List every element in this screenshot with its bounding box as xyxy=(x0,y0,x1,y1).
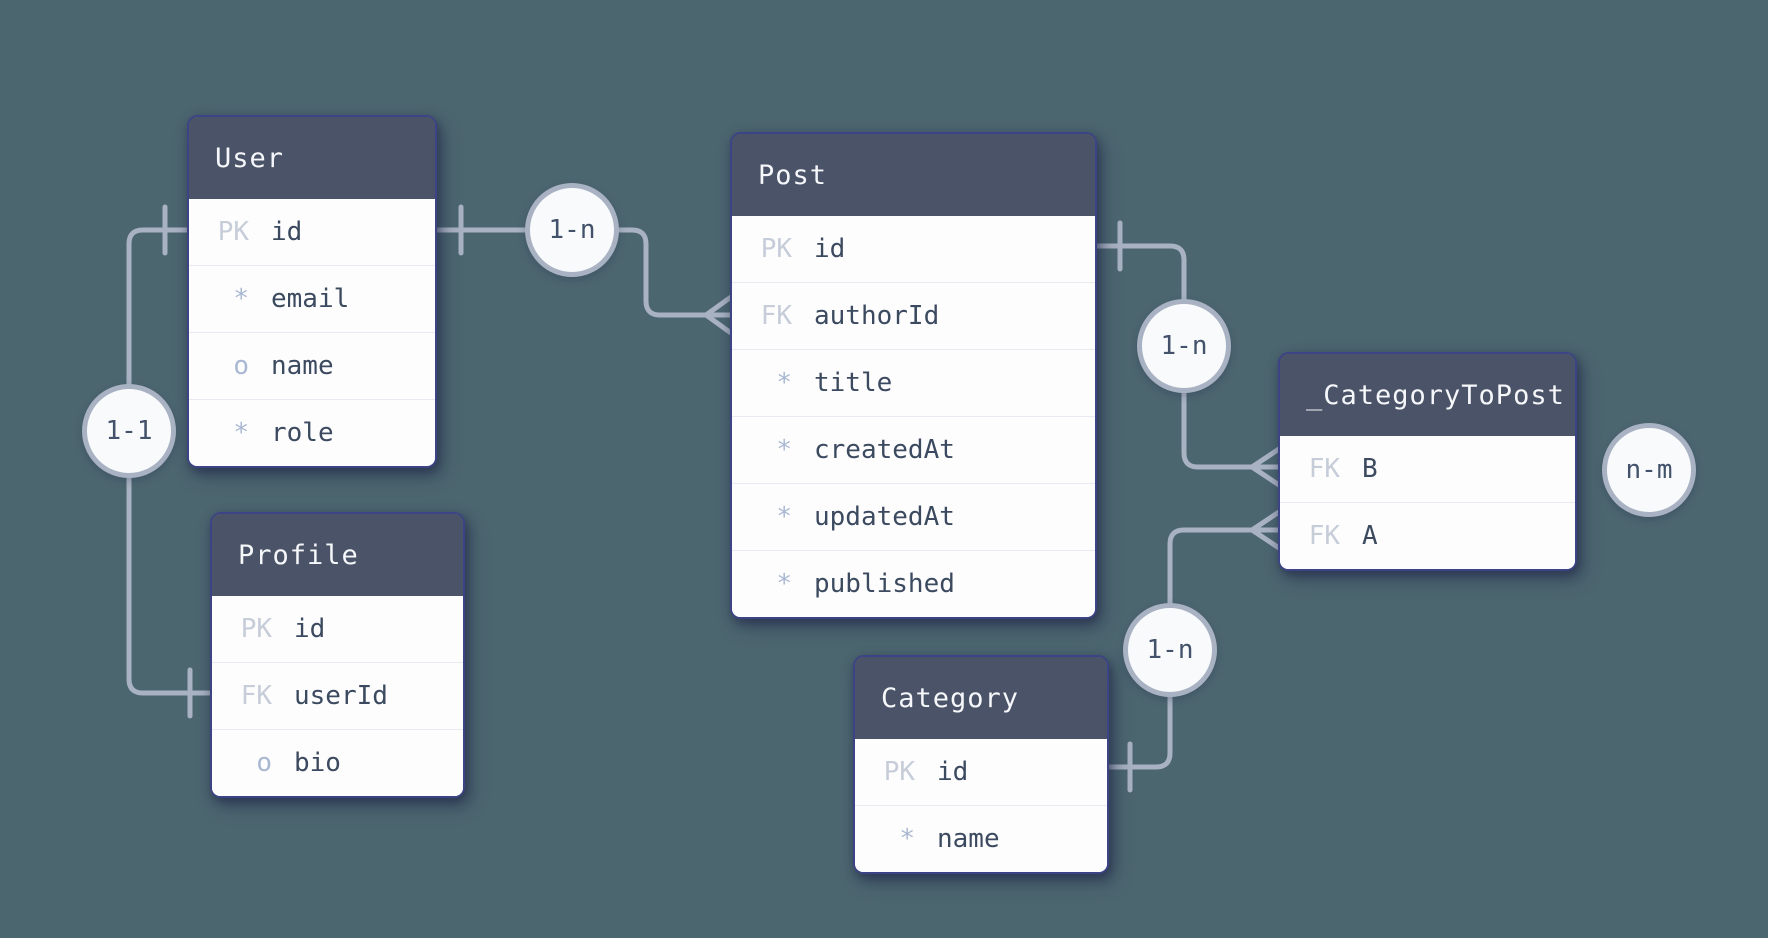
key-label: * xyxy=(776,569,792,599)
field-row-updatedAt: * updatedAt xyxy=(732,483,1095,550)
field-row-published: * published xyxy=(732,550,1095,617)
key-label: * xyxy=(899,824,915,854)
key-label: PK xyxy=(240,614,272,644)
crowsfoot-post-authorid xyxy=(703,294,734,336)
field-row-A: FK A xyxy=(1280,502,1575,569)
entity-table-category[interactable]: Category PK id * name xyxy=(853,655,1109,874)
field-row-id: PK id xyxy=(732,216,1095,282)
field-row-createdAt: * createdAt xyxy=(732,416,1095,483)
connector-user-post xyxy=(434,227,709,318)
field-row-role: * role xyxy=(189,399,435,466)
field-name: bio xyxy=(294,748,341,778)
cardinality-badge-post-categorytopost[interactable]: 1-n xyxy=(1137,299,1231,393)
cardinality-badge-user-profile[interactable]: 1-1 xyxy=(82,384,176,478)
field-row-name: * name xyxy=(855,805,1107,872)
entity-table-categorytopost[interactable]: _CategoryToPost FK B FK A xyxy=(1278,352,1577,571)
key-label: FK xyxy=(1308,454,1340,484)
key-label: * xyxy=(233,284,249,314)
field-name: updatedAt xyxy=(814,502,955,532)
field-name: id xyxy=(271,217,303,247)
crowsfoot-categorytopost-a xyxy=(1249,509,1282,551)
key-label: o xyxy=(233,351,249,381)
key-label: o xyxy=(256,748,272,778)
field-row-id: PK id xyxy=(855,739,1107,805)
key-label: * xyxy=(776,502,792,532)
key-label: FK xyxy=(1308,521,1340,551)
cardinality-badge-n-m[interactable]: n-m xyxy=(1602,423,1696,517)
key-label: FK xyxy=(240,681,272,711)
table-title: Post xyxy=(732,134,1095,216)
table-title: Profile xyxy=(212,514,463,596)
crowsfoot-categorytopost-b xyxy=(1249,446,1282,488)
key-label: PK xyxy=(760,234,792,264)
key-label: PK xyxy=(217,217,249,247)
table-title: _CategoryToPost xyxy=(1280,354,1575,436)
field-name: userId xyxy=(294,681,388,711)
key-label: * xyxy=(776,368,792,398)
field-row-title: * title xyxy=(732,349,1095,416)
field-name: name xyxy=(271,351,334,381)
field-name: B xyxy=(1362,454,1378,484)
key-label: FK xyxy=(760,301,792,331)
field-name: name xyxy=(937,824,1000,854)
field-name: createdAt xyxy=(814,435,955,465)
field-row-B: FK B xyxy=(1280,436,1575,502)
key-label: * xyxy=(776,435,792,465)
key-label: PK xyxy=(883,757,915,787)
field-name: A xyxy=(1362,521,1378,551)
field-name: authorId xyxy=(814,301,940,331)
field-name: email xyxy=(271,284,350,314)
table-title: User xyxy=(189,117,435,199)
field-row-userId: FK userId xyxy=(212,662,463,729)
field-row-email: * email xyxy=(189,265,435,332)
field-row-id: PK id xyxy=(189,199,435,265)
field-name: title xyxy=(814,368,893,398)
field-row-authorId: FK authorId xyxy=(732,282,1095,349)
field-name: id xyxy=(937,757,969,787)
field-name: id xyxy=(294,614,326,644)
field-name: id xyxy=(814,234,846,264)
field-row-id: PK id xyxy=(212,596,463,662)
key-label: * xyxy=(233,418,249,448)
table-title: Category xyxy=(855,657,1107,739)
cardinality-badge-category-categorytopost[interactable]: 1-n xyxy=(1123,603,1217,697)
field-name: role xyxy=(271,418,334,448)
cardinality-badge-user-post[interactable]: 1-n xyxy=(525,183,619,277)
field-name: published xyxy=(814,569,955,599)
